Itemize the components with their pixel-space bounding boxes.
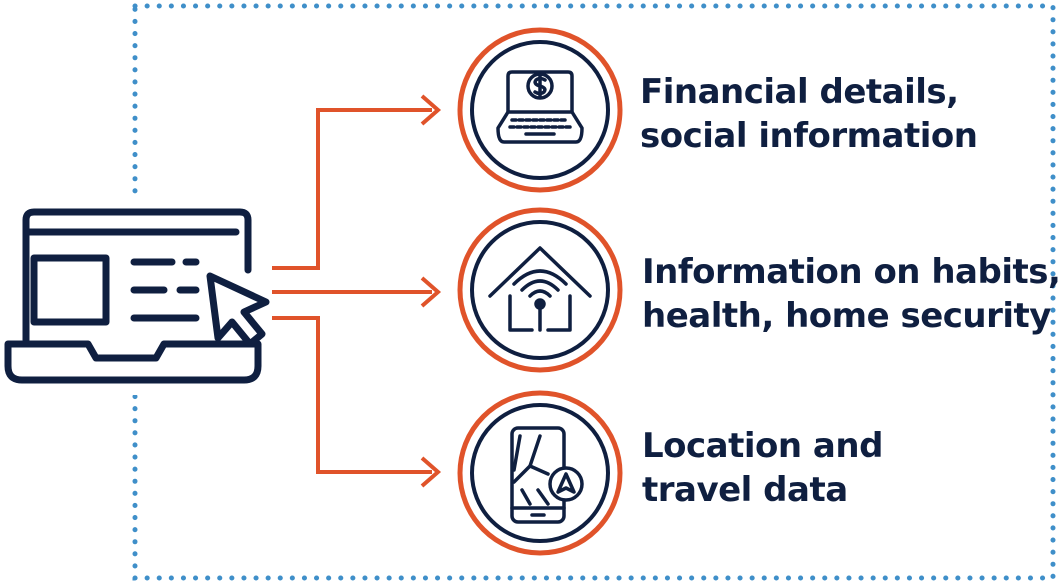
home-circle bbox=[457, 207, 623, 373]
financial-label: Financial details, social information bbox=[640, 70, 978, 158]
location-label-line-2: travel data bbox=[642, 470, 848, 510]
arrow-to-location bbox=[272, 316, 432, 474]
financial-label-line-2: social information bbox=[640, 116, 978, 156]
connector-lines bbox=[272, 94, 442, 488]
location-circle bbox=[457, 390, 623, 556]
phone-map-navigation-icon bbox=[510, 426, 584, 524]
location-label-line-1: Location and bbox=[642, 426, 883, 466]
smart-home-wifi-icon bbox=[488, 246, 592, 332]
financial-circle bbox=[457, 27, 623, 193]
arrow-to-financial bbox=[272, 108, 432, 270]
financial-label-line-1: Financial details, bbox=[640, 72, 959, 112]
home-label-line-1: Information on habits, bbox=[642, 252, 1058, 292]
laptop-dollar-icon bbox=[496, 70, 584, 144]
location-label: Location and travel data bbox=[642, 424, 883, 512]
home-label: Information on habits, health, home secu… bbox=[642, 250, 1058, 338]
arrowhead-location bbox=[420, 456, 442, 488]
arrowhead-home bbox=[420, 276, 442, 308]
home-label-line-2: health, home security bbox=[642, 296, 1051, 336]
dotted-container-border bbox=[132, 3, 1056, 581]
laptop-browser-cursor-icon bbox=[4, 208, 270, 384]
arrowhead-financial bbox=[420, 94, 442, 126]
